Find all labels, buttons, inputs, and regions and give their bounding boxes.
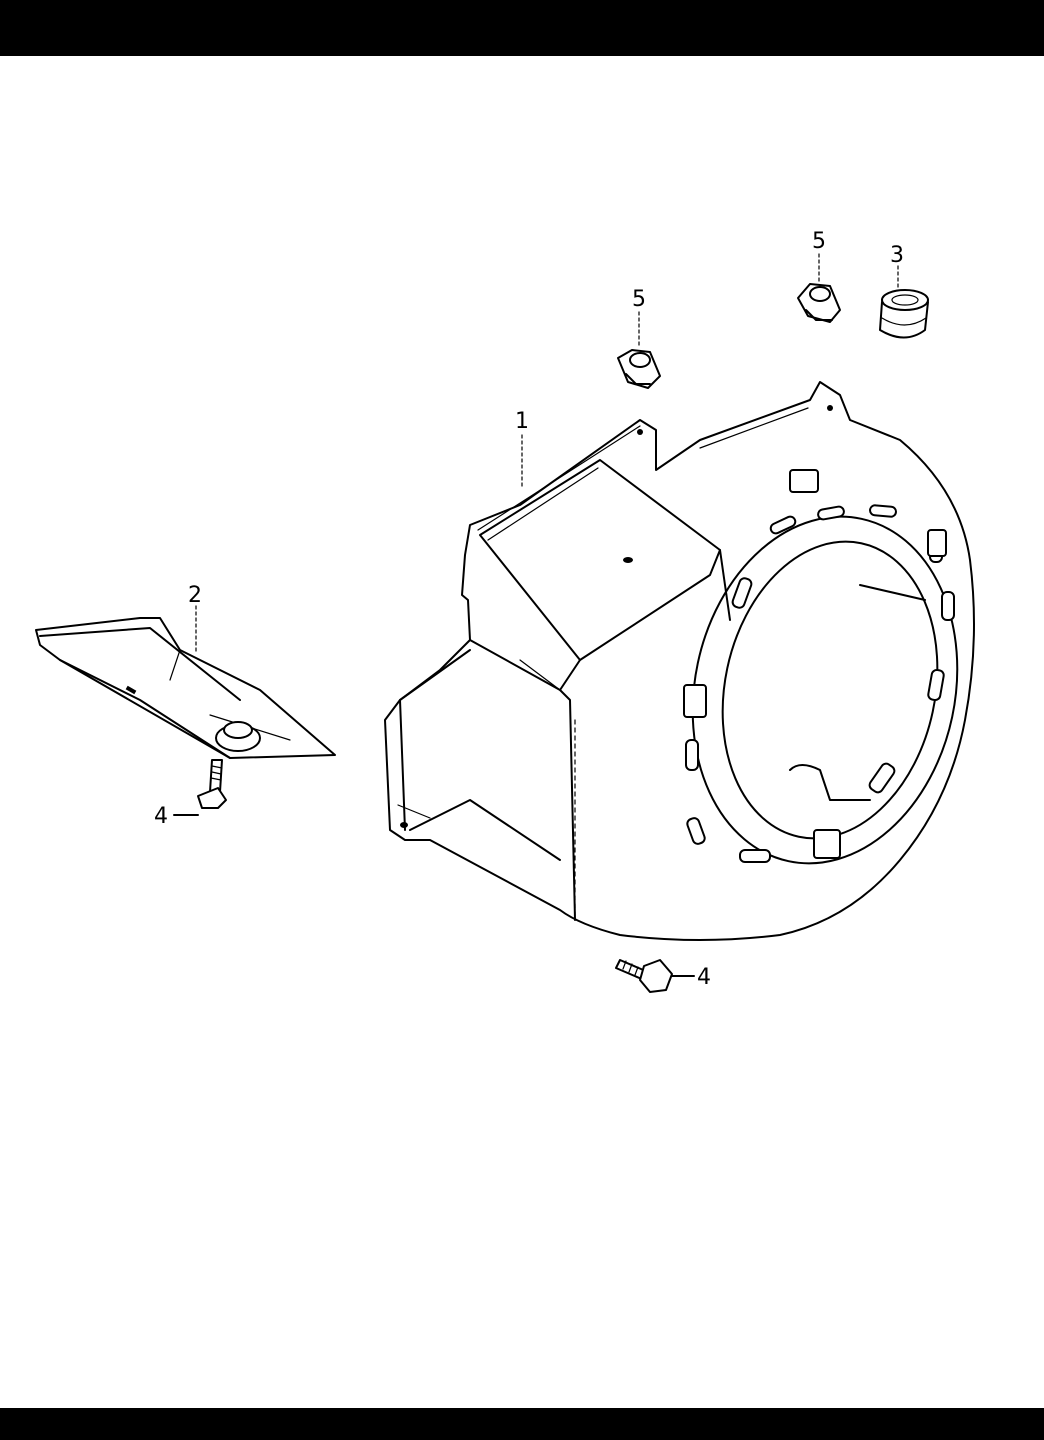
grommet: [880, 290, 928, 338]
clip-right: [798, 284, 840, 322]
fan-shroud: [385, 382, 989, 940]
callout-part-1: 1: [515, 409, 529, 434]
callout-part-4-left: 4: [154, 804, 168, 829]
callout-part-3: 3: [890, 243, 904, 268]
bottom-black-bar: [0, 1408, 1044, 1440]
bolt-left: [198, 760, 226, 808]
callout-part-5-right: 5: [812, 229, 826, 254]
bolt-bottom: [616, 960, 672, 992]
callout-part-4-bottom: 4: [697, 965, 711, 990]
lower-cover-plate: [36, 618, 335, 758]
clip-left: [618, 350, 660, 388]
callout-part-2: 2: [188, 583, 202, 608]
callout-part-5-left: 5: [632, 287, 646, 312]
